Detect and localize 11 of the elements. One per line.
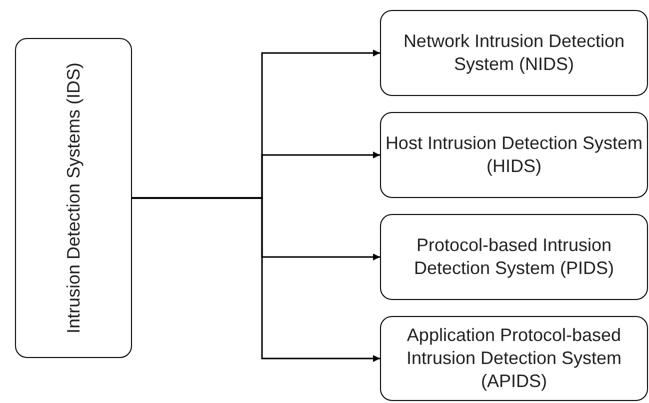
category-box	[380, 316, 648, 401]
connector-arrow	[132, 197, 380, 362]
root-box	[15, 38, 132, 358]
category-box	[380, 112, 648, 198]
root-label: Intrusion Detection Systems (IDS)	[62, 61, 84, 336]
category-label: Network Intrusion Detection System (NIDS)	[402, 30, 626, 76]
category-label: Host Intrusion Detection System (HIDS)	[384, 132, 644, 178]
category-box	[380, 10, 648, 96]
category-box	[380, 214, 648, 300]
category-label: Application Protocol-based Intrusion Detection System (APIDS)	[405, 324, 623, 393]
category-label: Protocol-based Intrusion Detection System (PIDS)	[412, 234, 616, 280]
